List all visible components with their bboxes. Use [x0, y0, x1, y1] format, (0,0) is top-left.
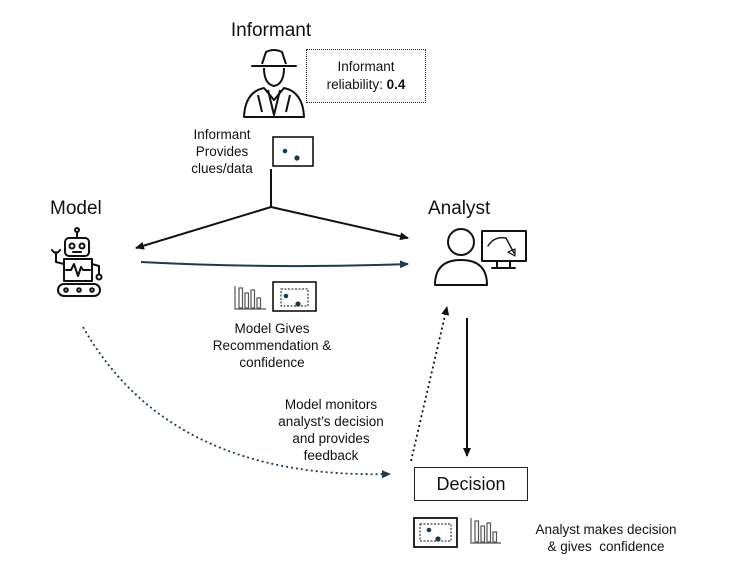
annotation-line: and provides [292, 431, 370, 446]
robot-icon [51, 227, 103, 297]
model-monitors-annotation: Model monitors analyst’s decision and pr… [278, 396, 384, 464]
informant-title: Informant [230, 20, 312, 41]
informant-to-model-arrow [135, 206, 272, 250]
informant-reliability-box: Informant reliability: 0.4 [306, 49, 426, 103]
map-with-dots-icon [272, 281, 317, 312]
spy-person-icon [243, 49, 305, 118]
reliability-label-line2: reliability: 0.4 [326, 77, 406, 92]
reliability-value: 0.4 [386, 77, 406, 92]
annotation-line: & gives confidence [547, 539, 665, 554]
annotation-line: Recommendation & [212, 338, 332, 353]
decision-to-analyst-arrow [410, 306, 450, 462]
annotation-line: Analyst makes decision [535, 522, 677, 537]
annotation-line: feedback [303, 448, 359, 463]
model-to-analyst-arrow [140, 260, 409, 269]
informant-to-analyst-arrow [270, 206, 409, 241]
reliability-label-line1: Informant [337, 59, 395, 74]
annotation-line: analyst’s decision [278, 414, 384, 429]
map-with-dots-icon [272, 136, 314, 167]
annotation-line: Informant [193, 127, 251, 142]
annotation-line: clues/data [191, 161, 253, 176]
analyst-makes-annotation: Analyst makes decision & gives confidenc… [535, 521, 676, 555]
model-feedback-arrow [82, 326, 391, 479]
model-gives-annotation: Model Gives Recommendation & confidence [213, 320, 332, 371]
analyst-title: Analyst [428, 198, 491, 219]
annotation-line: confidence [239, 355, 305, 370]
decision-box: Decision [414, 467, 528, 501]
person-at-monitor-icon [434, 228, 527, 286]
bar-chart-icon [234, 286, 266, 310]
annotation-line: Model monitors [284, 397, 378, 412]
model-title: Model [50, 198, 102, 219]
bar-chart-icon [470, 518, 501, 544]
informant-provides-annotation: Informant Provides clues/data [191, 126, 253, 177]
annotation-line: Provides [195, 144, 249, 159]
annotation-line: Model Gives [234, 321, 310, 336]
map-with-dots-icon [413, 517, 458, 548]
